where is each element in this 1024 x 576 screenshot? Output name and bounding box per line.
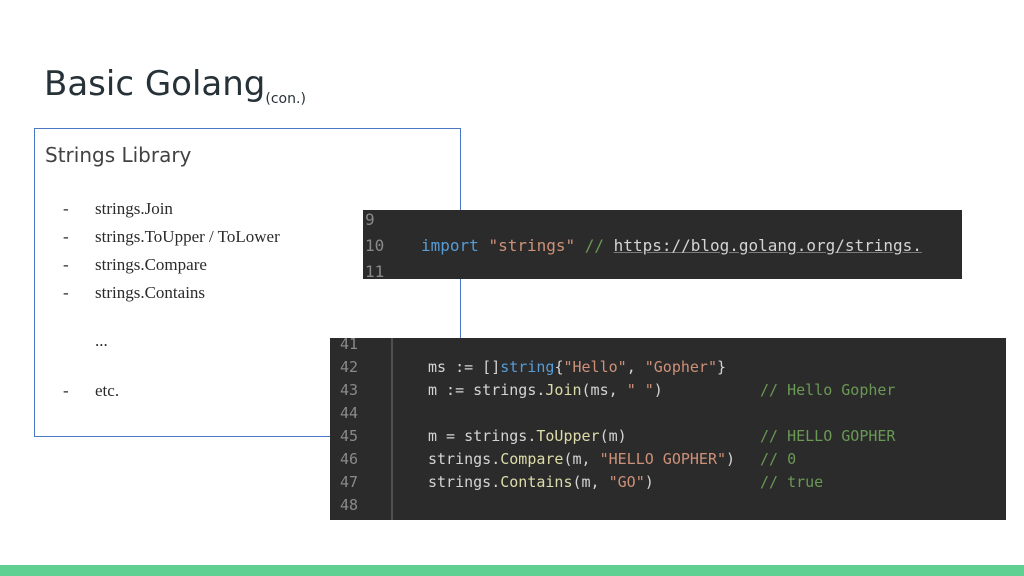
list-item-text: etc. [95, 381, 120, 400]
code-token: https://blog.golang.org/strings. [613, 236, 922, 255]
gutter-divider [391, 338, 393, 520]
code-token: (m) [599, 427, 627, 445]
code-text: strings.Compare(m, "HELLO GOPHER") [428, 450, 735, 468]
import-code-snippet: 9 10 import "strings" // https://blog.gola… [363, 210, 962, 279]
code-token: m = strings. [428, 427, 537, 445]
line-number: 45 [340, 427, 359, 445]
code-token [479, 236, 489, 255]
code-comment: // Hello Gopher [760, 381, 896, 399]
code-token: } [717, 358, 727, 376]
code-token: ) [726, 450, 736, 468]
code-token: "GO" [608, 473, 645, 491]
line-number: 42 [340, 358, 359, 376]
code-token: ) [644, 473, 654, 491]
box-heading: Strings Library [45, 143, 192, 167]
code-token: Join [545, 381, 582, 399]
code-token: Compare [500, 450, 564, 468]
line-number: 10 [365, 236, 385, 255]
footer-accent-bar [0, 565, 1024, 576]
strings-code-snippet: 41 42 ms := []string{"Hello", "Gopher"} 43 m… [330, 338, 1006, 520]
code-token: , [626, 358, 645, 376]
line-number: 41 [340, 338, 359, 353]
code-comment: // true [760, 473, 824, 491]
code-comment: // 0 [760, 450, 797, 468]
line-number: 48 [340, 496, 359, 514]
code-text: strings.Contains(m, "GO") [428, 473, 654, 491]
code-token: " " [626, 381, 654, 399]
line-number: 43 [340, 381, 359, 399]
list-bullet: - [63, 255, 69, 274]
code-token: import [421, 236, 479, 255]
code-token: "Hello" [563, 358, 627, 376]
code-token: (m, [563, 450, 600, 468]
code-token: "Gopher" [644, 358, 717, 376]
list-bullet: - [63, 283, 69, 302]
line-number: 9 [365, 210, 375, 229]
list-item-text: strings.Compare [95, 255, 207, 274]
code-token: "strings" [488, 236, 576, 255]
code-token: strings. [428, 450, 501, 468]
line-number: 47 [340, 473, 359, 491]
strings-function-list: - strings.Join - strings.ToUpper / ToLower… [35, 129, 460, 436]
code-text: m = strings.ToUpper(m) [428, 427, 627, 445]
strings-library-box: Strings Library - strings.Join - strings.T… [34, 128, 461, 437]
list-bullet: - [63, 227, 69, 246]
line-number: 11 [365, 262, 385, 279]
code-token: ms := [] [428, 358, 501, 376]
code-comment: // HELLO GOPHER [760, 427, 896, 445]
code-token: strings. [428, 473, 501, 491]
line-number: 44 [340, 404, 359, 422]
line-number: 46 [340, 450, 359, 468]
code-text: ms := []string{"Hello", "Gopher"} [428, 358, 726, 376]
code-token: Contains [500, 473, 573, 491]
code-token: m := strings. [428, 381, 546, 399]
code-token: (ms, [581, 381, 627, 399]
list-bullet: - [63, 381, 69, 400]
code-token: { [554, 358, 564, 376]
code-token: // [575, 236, 614, 255]
code-text: m := strings.Join(ms, " ") [428, 381, 663, 399]
list-item-text: strings.ToUpper / ToLower [95, 227, 280, 246]
code-token: (m, [572, 473, 609, 491]
code-token: ) [653, 381, 663, 399]
slide-title-main: Basic Golang [44, 64, 266, 104]
code-token: string [500, 358, 555, 376]
slide-title-subscript: (con.) [265, 91, 306, 107]
slide-title: Basic Golang(con.) [44, 64, 306, 107]
code-token: "HELLO GOPHER" [599, 450, 727, 468]
code-token: ToUpper [536, 427, 600, 445]
code-text: import "strings" // https://blog.golang.… [421, 236, 922, 255]
list-item-text: strings.Join [95, 199, 173, 218]
list-bullet: - [63, 199, 69, 218]
list-item-text: strings.Contains [95, 283, 206, 302]
list-item-text: ... [95, 331, 108, 350]
